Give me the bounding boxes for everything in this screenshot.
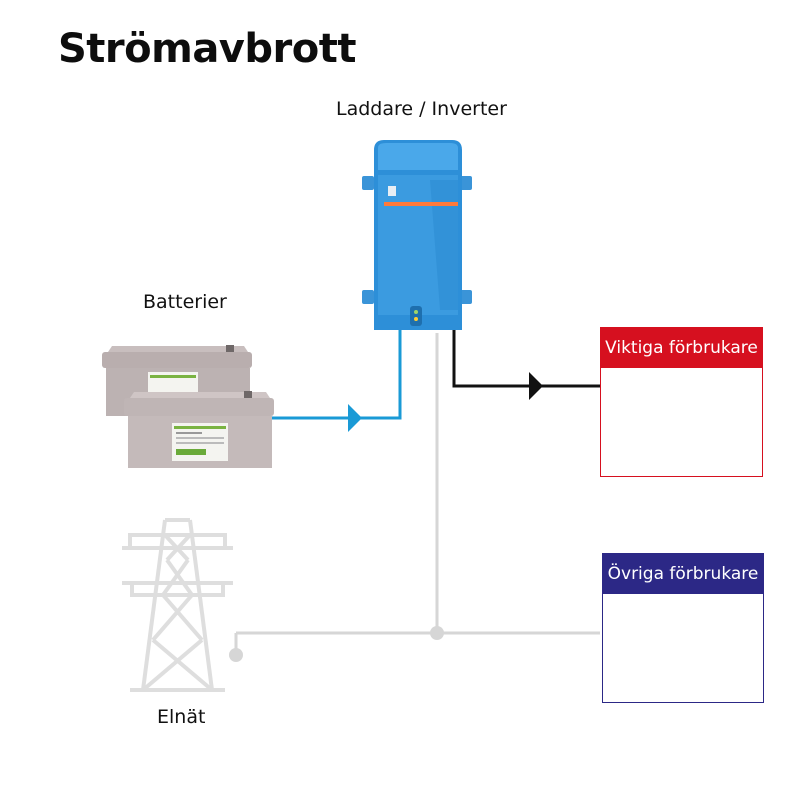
page-title: Strömavbrott — [58, 26, 356, 72]
battery-front — [124, 391, 274, 468]
battery-power-line — [272, 330, 402, 432]
inverter-label: Laddare / Inverter — [336, 98, 507, 120]
grid-label: Elnät — [157, 706, 206, 728]
battery-flow-arrow — [348, 404, 362, 432]
pylon-connection-node — [229, 648, 243, 662]
inverter-icon — [362, 140, 472, 330]
important-consumers-label: Viktiga förbrukare — [601, 328, 762, 368]
other-consumers-label: Övriga förbrukare — [603, 554, 763, 594]
batteries-label: Batterier — [143, 291, 227, 313]
output-flow-arrow — [529, 372, 543, 400]
important-consumers-box: Viktiga förbrukare — [600, 327, 763, 477]
battery-icon — [102, 345, 274, 468]
grid-junction-node — [430, 626, 444, 640]
critical-output-line — [452, 330, 600, 400]
grid-lines — [234, 333, 600, 655]
power-pylon-icon — [122, 518, 233, 692]
other-consumers-box: Övriga förbrukare — [602, 553, 764, 703]
